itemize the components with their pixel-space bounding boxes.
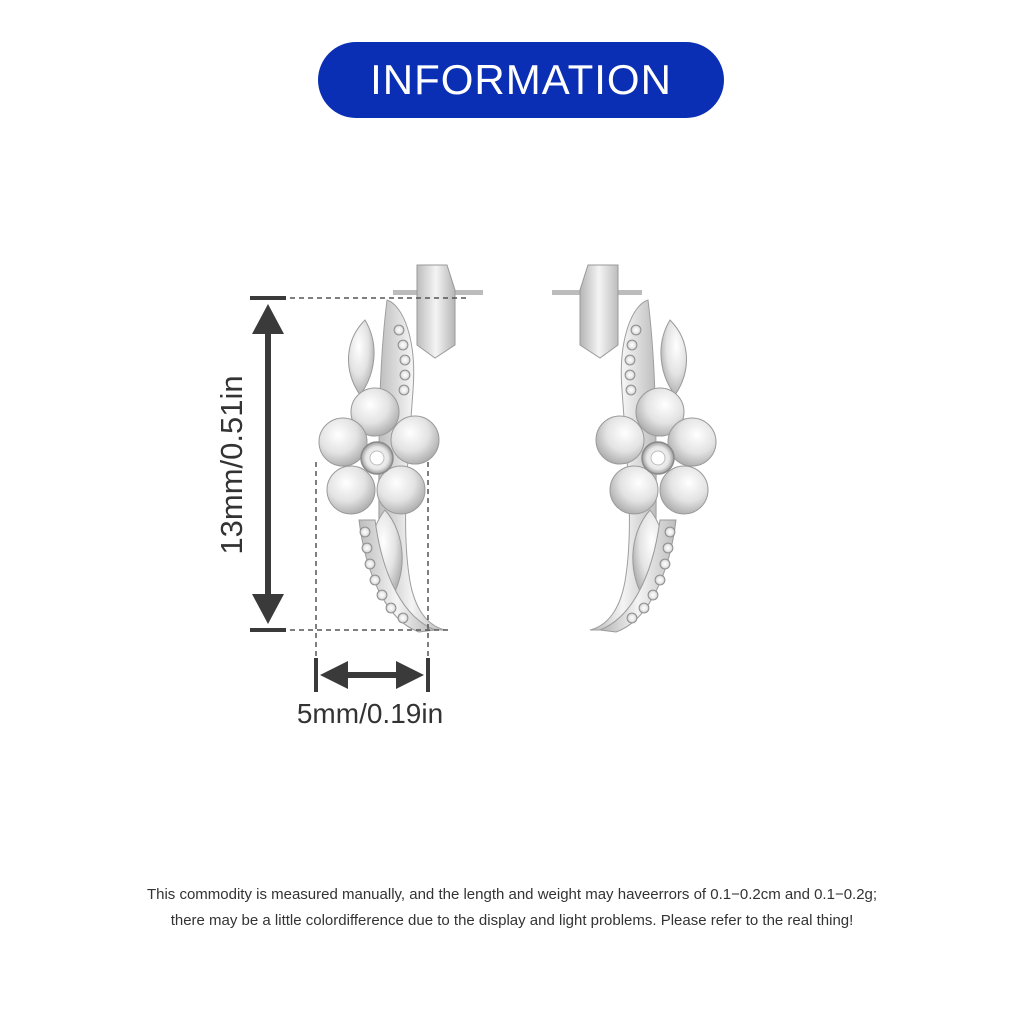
disclaimer-line-2: there may be a little colordifference du… [170,912,854,929]
measurement-disclaimer: This commodity is measured manually, and… [60,882,964,934]
width-dimension-arrow [314,658,430,692]
dimension-guides [290,297,470,660]
height-measurement-label: 13mm/0.51in [214,375,249,555]
right-earring-image [551,264,717,633]
disclaimer-line-1: This commodity is measured manually, and… [146,886,878,903]
information-banner: INFORMATION [318,42,724,118]
banner-title: INFORMATION [370,56,672,103]
width-measurement-label: 5mm/0.19in [296,698,444,729]
height-dimension-arrow [250,296,286,632]
left-earring-image [318,264,484,633]
